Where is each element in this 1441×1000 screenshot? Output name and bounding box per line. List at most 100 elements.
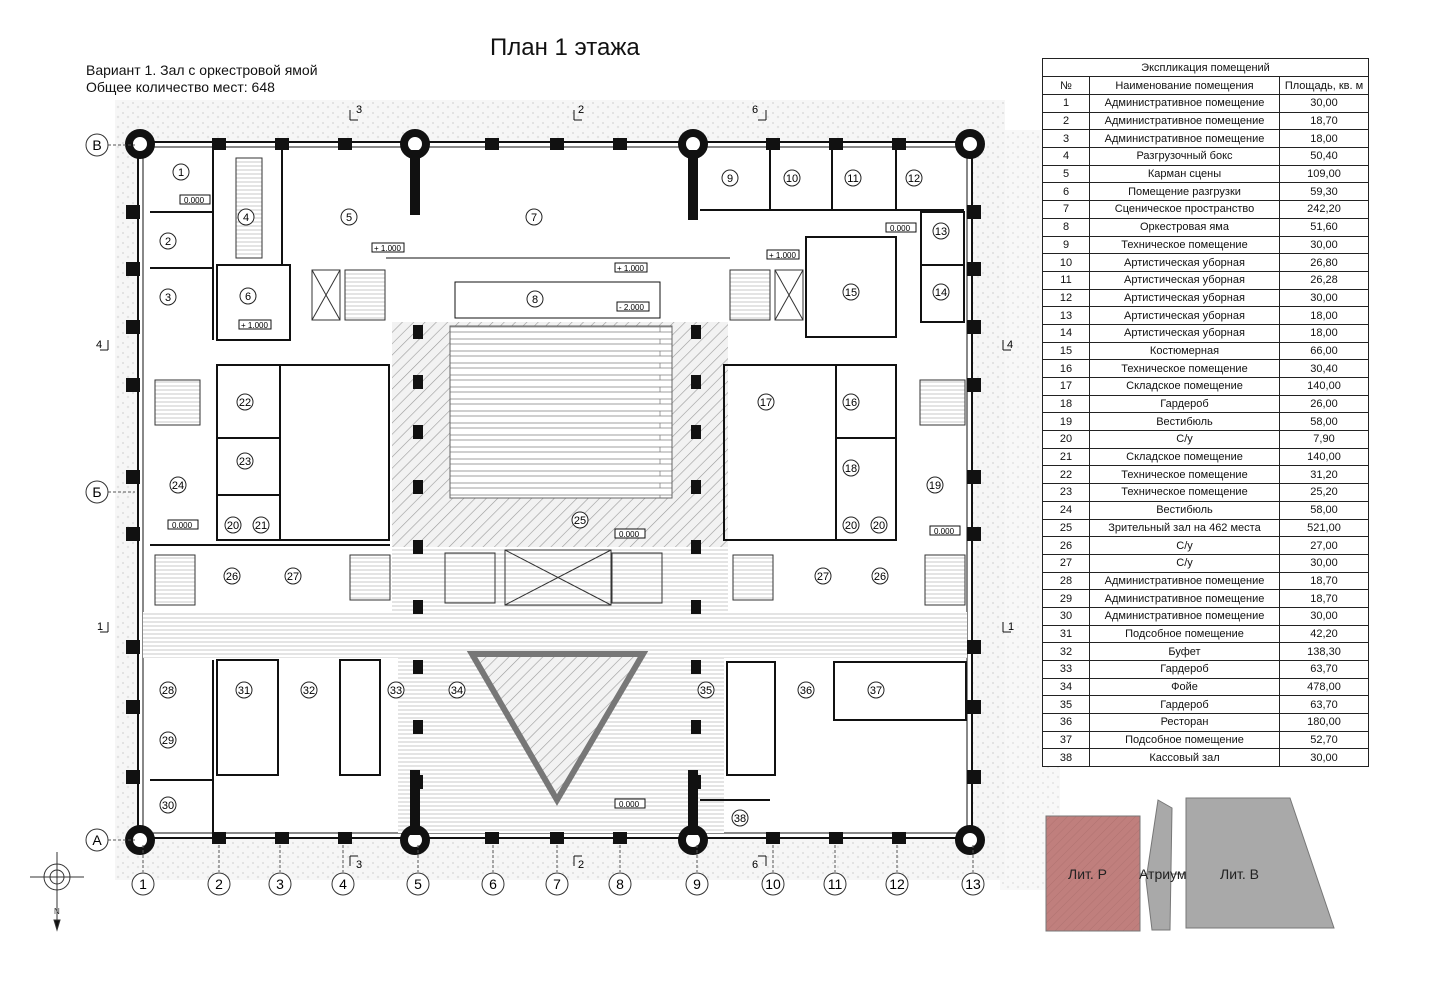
axis-label-row: Б [92,484,101,500]
room-number-label: 38 [734,813,746,825]
axis-label-col: 8 [616,876,624,892]
column [691,720,701,734]
room-name: Административное помещение [1089,606,1280,626]
room-number: 38 [1042,748,1090,768]
room-area: 18,70 [1279,571,1369,591]
column [413,375,423,389]
room-number-label: 8 [532,294,538,306]
room-number-label: 31 [238,685,250,697]
room-name: Буфет [1089,642,1280,661]
room-name: Административное помещение [1089,111,1280,131]
room-area: 26,28 [1279,270,1369,290]
column [613,138,627,150]
column [126,378,140,392]
axis-label-col: 4 [339,876,347,892]
room-name: Гардероб [1089,695,1280,715]
seating-block [449,325,673,499]
room-name: Разгрузочный бокс [1089,147,1280,166]
section-marks: 3 2 6 3 2 6 4 4 1 1 [96,104,1014,871]
room-number: 19 [1042,412,1090,432]
room-number-label: 21 [255,520,267,532]
room-number: 23 [1042,483,1090,502]
room-area: 7,90 [1279,430,1369,449]
room-area: 138,30 [1279,642,1369,661]
north-compass-icon: N [30,852,84,932]
stairs [154,157,966,606]
room-name: Кассовый зал [1089,748,1280,768]
column [413,600,423,614]
room-area: 30,00 [1279,235,1369,255]
axis-label-col: 5 [414,876,422,892]
room-name: Сценическое пространство [1089,200,1280,219]
column [829,138,843,150]
room-number-label: 15 [845,287,857,299]
room-area: 52,70 [1279,730,1369,750]
room-number-label: 14 [935,287,947,299]
column [126,527,140,541]
room-name: Вестибюль [1089,412,1280,432]
column [892,832,906,844]
room-number-label: 6 [245,291,251,303]
key-lit-r [1045,815,1141,932]
room-area: 18,70 [1279,589,1369,608]
room-area: 66,00 [1279,341,1369,361]
room-number: 13 [1042,306,1090,325]
variant-line: Вариант 1. Зал с оркестровой ямой [86,62,318,78]
column [275,832,289,844]
column [126,470,140,484]
room-number-label: 7 [531,212,537,224]
room-area: 51,60 [1279,217,1369,237]
room-number-label: 3 [165,292,171,304]
room-area: 478,00 [1279,677,1369,697]
room-name: С/у [1089,536,1280,555]
room-name: Костюмерная [1089,341,1280,361]
corner-towers [125,129,985,855]
column [967,770,981,784]
column [126,205,140,219]
room-name: Административное помещение [1089,589,1280,608]
section-mark: 4 [96,339,102,351]
column [691,480,701,494]
column [338,138,352,150]
room-name: Административное помещение [1089,571,1280,591]
room-number: 33 [1042,660,1090,679]
room-number: 3 [1042,129,1090,149]
axis-label-col: 12 [889,876,905,892]
room-number-label: 24 [172,480,184,492]
section-mark: 6 [752,104,758,116]
room-number: 32 [1042,642,1090,661]
room-number: 31 [1042,624,1090,644]
elevator-shafts [311,269,804,606]
column [413,425,423,439]
foyer-skylight [466,651,649,806]
room-number: 20 [1042,430,1090,449]
room-area: 25,20 [1279,483,1369,502]
room-number-label: 30 [162,800,174,812]
plan-subtitle: Вариант 1. Зал с оркестровой ямой Общее … [86,62,318,96]
column [275,138,289,150]
column [967,378,981,392]
room-number: 24 [1042,500,1090,520]
room-number-label: 13 [935,226,947,238]
room-number-label: 33 [390,685,402,697]
room-number: 37 [1042,730,1090,750]
room-area: 18,00 [1279,129,1369,149]
room-name: Артистическая уборная [1089,288,1280,308]
room-number: 29 [1042,589,1090,608]
column [766,832,780,844]
level-mark: + 1.000 [241,321,268,330]
